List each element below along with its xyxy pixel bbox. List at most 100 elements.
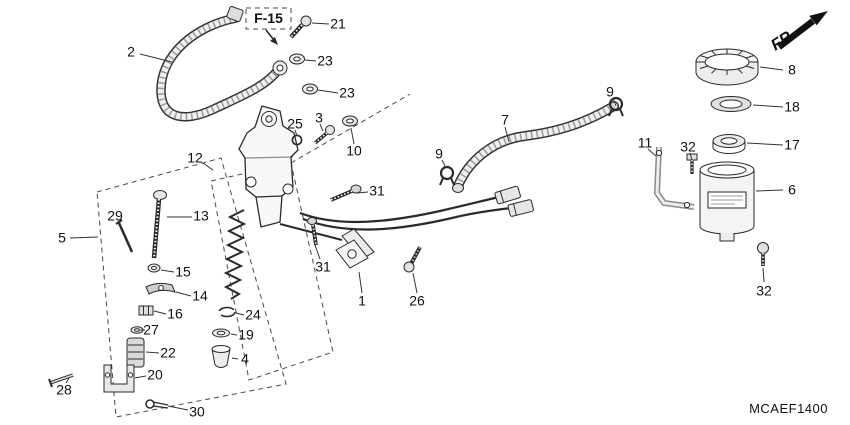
leader-line-31	[314, 244, 321, 260]
mounting-bolt-31b	[307, 217, 318, 246]
part-callout-27: 27	[143, 322, 159, 338]
part-callout-4: 4	[241, 351, 249, 367]
part-callout-6: 6	[788, 182, 796, 198]
part-callout-14: 14	[192, 288, 208, 304]
part-callout-22: 22	[160, 345, 176, 361]
clevis-joint	[103, 364, 135, 393]
leader-line-28	[65, 377, 70, 384]
adjuster-nut	[138, 305, 154, 316]
part-callout-32: 32	[680, 139, 696, 155]
part-callout-30: 30	[189, 404, 205, 420]
wire-connector	[507, 199, 534, 217]
leader-line-20	[134, 375, 147, 379]
part-callout-7: 7	[501, 112, 509, 128]
leader-line-32	[689, 152, 693, 161]
leader-line-14	[175, 291, 192, 297]
leader-line-23	[317, 89, 339, 94]
part-callout-2: 2	[127, 44, 135, 60]
fr-arrowhead	[809, 11, 828, 26]
switch-wire-harness	[299, 185, 534, 231]
mounting-bolt-31a	[330, 184, 362, 202]
part-callout-23: 23	[317, 53, 333, 69]
adjusting-bolt	[151, 190, 167, 259]
leader-line-29	[117, 221, 123, 229]
reservoir-cap	[695, 48, 759, 86]
part-callout-1: 1	[358, 293, 366, 309]
leader-line-16	[153, 310, 167, 315]
leader-line-31	[356, 191, 369, 194]
part-callout-25: 25	[287, 116, 303, 132]
hose-clip-upper	[608, 96, 624, 117]
part-callout-24: 24	[245, 307, 261, 323]
reservoir-bolt-32b	[757, 242, 769, 266]
leader-line-18	[752, 104, 784, 108]
stopper-plate	[145, 282, 176, 295]
leader-line-1	[358, 271, 363, 294]
part-callout-17: 17	[784, 137, 800, 153]
leader-line-22	[145, 351, 160, 354]
bracket-bolt-32a	[686, 153, 698, 174]
part-callout-9: 9	[435, 146, 443, 162]
part-callout-23: 23	[339, 85, 355, 101]
flange-bolt-26	[403, 246, 422, 273]
diagram-code: MCAEF1400	[749, 401, 828, 416]
wire-connector	[494, 185, 521, 205]
part-callout-9: 9	[606, 84, 614, 100]
part-callout-16: 16	[167, 306, 183, 322]
joint-bolt	[313, 125, 335, 145]
part-callout-21: 21	[330, 16, 346, 32]
leader-line-21	[311, 22, 330, 25]
leader-line-24	[235, 312, 245, 316]
diaphragm-plate	[710, 96, 752, 112]
leader-line-30	[167, 405, 189, 411]
leader-line-10	[350, 127, 355, 145]
part-callout-26: 26	[409, 293, 425, 309]
snap-pin	[145, 399, 169, 409]
part-callout-29: 29	[107, 208, 123, 224]
part-callout-28: 28	[56, 382, 72, 398]
leader-line-7	[504, 126, 510, 143]
part-callout-5: 5	[58, 230, 66, 246]
part-callout-31: 31	[369, 183, 385, 199]
brake-hose	[156, 6, 288, 122]
reservoir-tank	[699, 161, 755, 242]
part-callout-31: 31	[315, 259, 331, 275]
part-callout-19: 19	[238, 327, 254, 343]
diaphragm	[712, 134, 746, 154]
leader-line-6	[755, 189, 784, 192]
part-callout-12: 12	[187, 150, 203, 166]
rod-boot	[126, 337, 145, 368]
master-cylinder-body	[238, 105, 343, 241]
direction-label: FR.	[768, 26, 799, 54]
leader-line-4	[231, 357, 239, 360]
part-callout-15: 15	[175, 264, 191, 280]
part-callout-18: 18	[784, 99, 800, 115]
lock-nut	[147, 263, 161, 273]
leader-line-26	[412, 272, 418, 294]
part-callout-8: 8	[788, 62, 796, 78]
reservoir-hose	[452, 101, 619, 193]
assembly-boundary-left	[96, 157, 287, 418]
direction-indicator: FR.	[768, 11, 828, 54]
reservoir-bracket	[653, 146, 695, 210]
fr-arrow-shaft	[777, 18, 815, 50]
return-spring	[223, 209, 247, 300]
leader-line-12	[202, 162, 214, 171]
leader-line-25	[294, 129, 298, 137]
leader-line-8	[759, 66, 784, 71]
hose-clip-lower	[439, 165, 455, 186]
leader-line-23	[304, 59, 317, 62]
flange-nut	[342, 115, 358, 127]
sealing-washer-upper	[289, 53, 305, 65]
ref-arrowhead	[270, 37, 278, 45]
push-rod-joint	[335, 228, 375, 269]
piston-cup	[211, 345, 231, 368]
leader-line-19	[230, 333, 238, 336]
circlip	[218, 306, 236, 318]
part-callout-3: 3	[315, 110, 323, 126]
leader-line-17	[746, 142, 784, 146]
leader-line-3	[319, 123, 324, 132]
page-ref-box: F-15	[245, 7, 292, 45]
